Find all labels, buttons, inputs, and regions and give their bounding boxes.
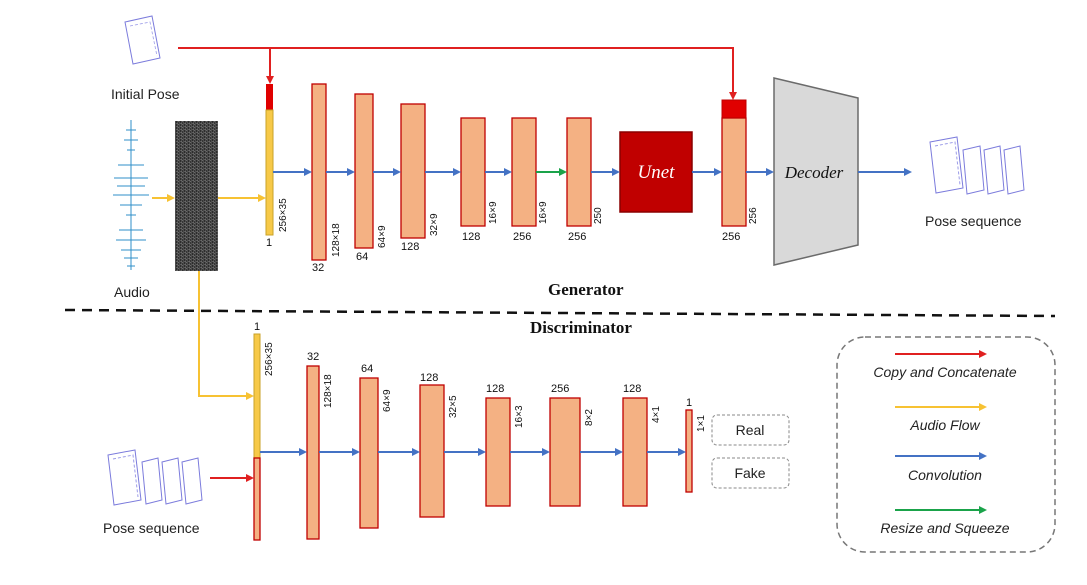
input-pose-sequence-icon — [107, 449, 203, 506]
real-output-box — [711, 414, 790, 446]
d-ch-4: 128 — [486, 383, 504, 395]
g-ch-0: 1 — [266, 237, 272, 249]
g-conv-block-2 — [354, 93, 374, 249]
d-ch-7: 1 — [686, 397, 692, 409]
output-pose-label: Pose sequence — [925, 213, 1022, 229]
discriminator-title: Discriminator — [530, 318, 632, 337]
d-output-block — [685, 409, 693, 493]
d-pose-input-block — [253, 457, 261, 541]
d-ch-6: 128 — [623, 383, 641, 395]
d-conv-block-3 — [419, 384, 445, 518]
initial-pose-label: Initial Pose — [111, 86, 180, 102]
g-ch-5: 256 — [513, 231, 531, 243]
d-dim-7: 1×1 — [696, 415, 707, 432]
d-ch-0: 1 — [254, 321, 260, 333]
g-dim-6: 250 — [593, 207, 604, 224]
g-dim-7: 256 — [748, 207, 759, 224]
generator-title: Generator — [548, 280, 624, 299]
g-dim-2: 64×9 — [377, 225, 388, 248]
audio-input-block — [265, 109, 274, 236]
unet-label: Unet — [638, 162, 676, 183]
g-dim-5: 16×9 — [538, 201, 549, 224]
g-dim-1: 128×18 — [331, 223, 342, 257]
g-conv-block-1 — [311, 83, 327, 261]
g-dim-0: 256×35 — [278, 198, 289, 232]
d-conv-block-6 — [622, 397, 648, 507]
d-dim-0: 256×35 — [264, 342, 275, 376]
d-dim-2: 64×9 — [382, 389, 393, 412]
d-ch-2: 64 — [361, 363, 373, 375]
g-conv-block-3 — [400, 103, 426, 239]
g-conv-block-4 — [460, 117, 486, 227]
d-conv-block-1 — [306, 365, 320, 540]
initial-pose-icon — [124, 15, 161, 65]
audio-flow-arrow — [198, 271, 254, 400]
unet-block — [619, 131, 693, 213]
g-dim-4: 16×9 — [488, 201, 499, 224]
fake-output-box — [711, 457, 790, 489]
d-audio-input-block — [253, 333, 261, 459]
g-ch-3: 128 — [401, 241, 419, 253]
g-ch-7: 256 — [722, 231, 740, 243]
d-dim-1: 128×18 — [323, 374, 334, 408]
legend-conv-label: Convolution — [908, 467, 982, 483]
input-pose-label: Pose sequence — [103, 520, 200, 536]
bottleneck-block — [721, 117, 747, 227]
d-dim-3: 32×5 — [448, 395, 459, 418]
d-conv-block-2 — [359, 377, 379, 529]
audio-waveform-icon — [113, 120, 149, 270]
legend-copy-label: Copy and Concatenate — [873, 364, 1016, 380]
pose-concat-block — [266, 84, 273, 110]
legend-audio-label: Audio Flow — [909, 417, 980, 433]
g-conv-block-6 — [566, 117, 592, 227]
g-conv-block-5 — [511, 117, 537, 227]
section-divider — [64, 308, 1056, 318]
fake-label: Fake — [734, 465, 765, 481]
d-ch-3: 128 — [420, 372, 438, 384]
g-ch-2: 64 — [356, 251, 368, 263]
d-dim-4: 16×3 — [514, 405, 525, 428]
decoder-block — [773, 77, 859, 266]
bottleneck-pose-block — [721, 99, 747, 119]
decoder-label: Decoder — [784, 163, 844, 182]
d-dim-5: 8×2 — [584, 409, 595, 426]
spectrogram-image — [175, 121, 218, 271]
real-label: Real — [736, 422, 765, 438]
g-dim-3: 32×9 — [429, 213, 440, 236]
g-ch-6: 256 — [568, 231, 586, 243]
audio-label: Audio — [114, 284, 150, 300]
g-ch-4: 128 — [462, 231, 480, 243]
g-ch-1: 32 — [312, 262, 324, 274]
d-dim-6: 4×1 — [651, 406, 662, 423]
copy-concat-arrow — [178, 47, 737, 100]
output-pose-sequence-icon — [929, 136, 1025, 195]
legend-resize-label: Resize and Squeeze — [880, 520, 1009, 536]
legend-box — [836, 336, 1056, 553]
d-ch-1: 32 — [307, 351, 319, 363]
d-ch-5: 256 — [551, 383, 569, 395]
d-conv-block-5 — [549, 397, 581, 507]
d-conv-block-4 — [485, 397, 511, 507]
